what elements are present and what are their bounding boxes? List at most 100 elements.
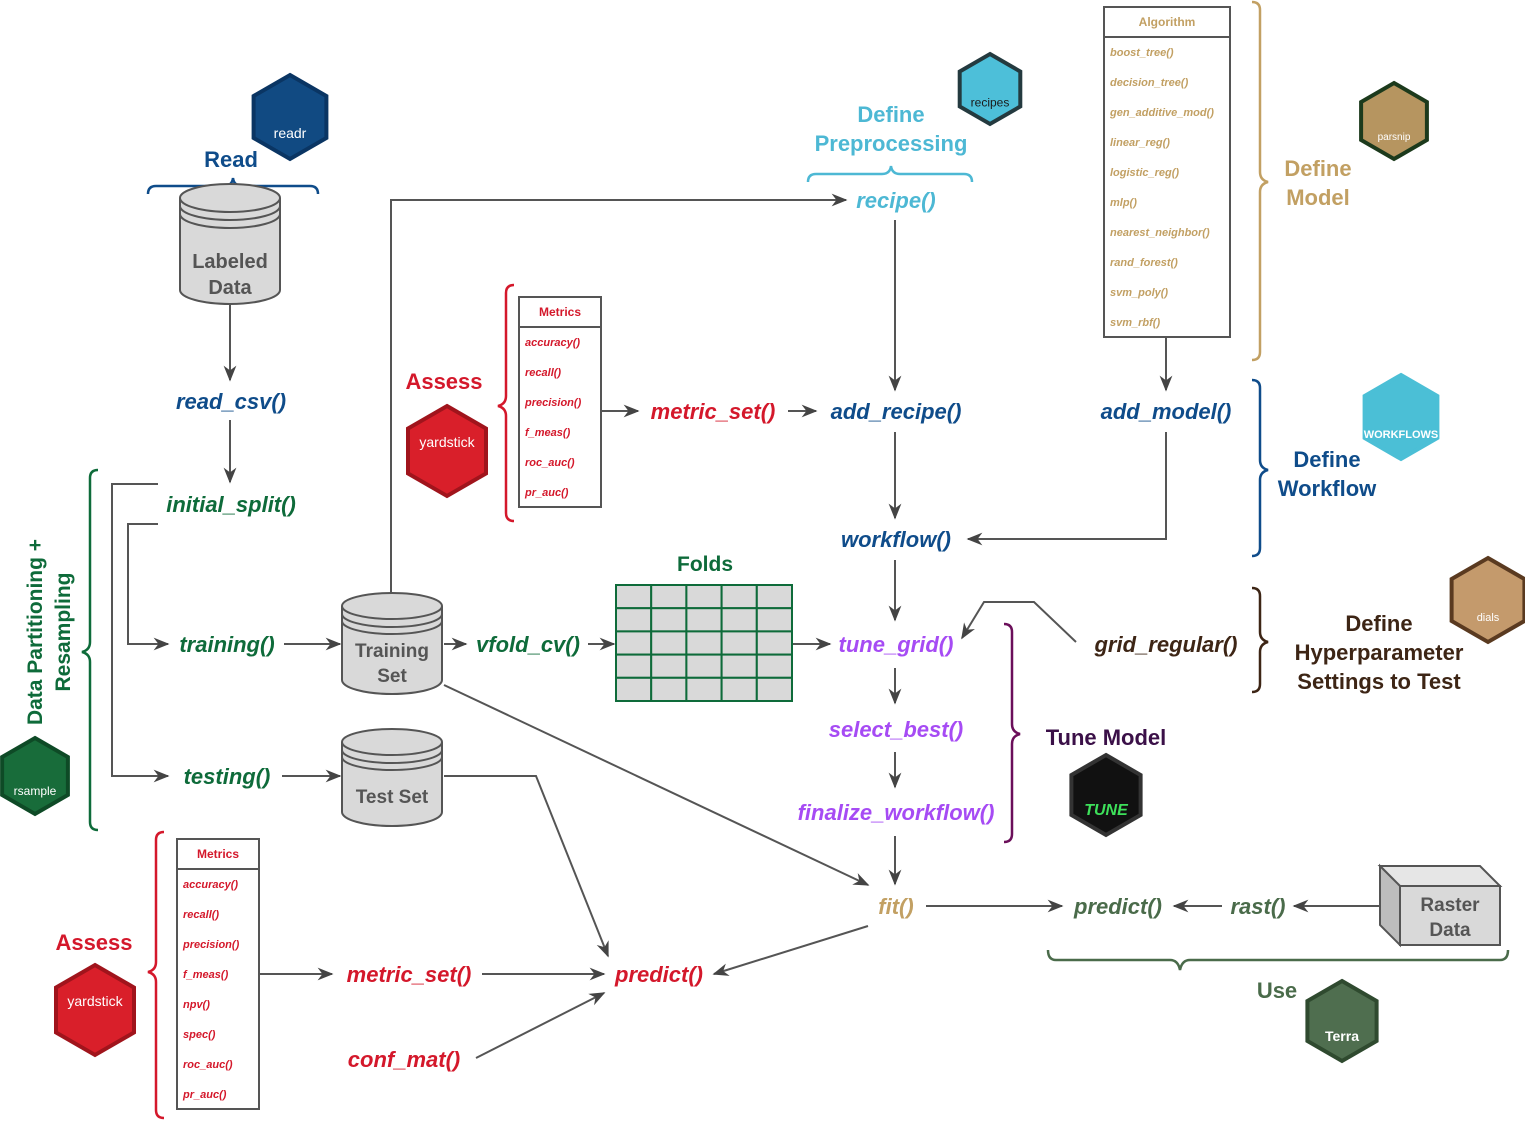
brace-workflow: [1251, 378, 1269, 558]
fn-predict-assess: predict(): [614, 962, 703, 987]
raster-data-cube: Raster Data: [1377, 863, 1503, 948]
metrics-bottom-row: roc_auc(): [183, 1059, 233, 1071]
fold-cell: [720, 630, 758, 656]
metrics-top-header: Metrics: [539, 305, 581, 319]
fold-cell: [755, 607, 793, 633]
connectors: [111, 193, 1380, 1059]
brace-assess-bottom: [147, 830, 165, 1120]
fold-cell: [720, 653, 758, 679]
algorithm-table-row: gen_additive_mod(): [1109, 107, 1214, 119]
heading-partition-line2: Resampling: [52, 572, 75, 691]
hex-label: readr: [274, 125, 307, 141]
db-test-top: [341, 728, 443, 756]
heading-partition: Data Partitioning + Resampling: [24, 539, 75, 725]
arrow-testset-to-predict: [444, 775, 609, 958]
rsample-logo-icon: rsample: [0, 735, 70, 817]
fn-fit: fit(): [878, 894, 913, 919]
db-training-body: [341, 606, 443, 695]
folds-label: Folds: [677, 553, 733, 576]
brace-preprocess: [806, 165, 974, 183]
fn-predict-use: predict(): [1073, 894, 1162, 919]
fold-cell: [755, 676, 793, 702]
fold-cell: [720, 584, 758, 610]
fn-grid-regular: grid_regular(): [1093, 632, 1237, 657]
package-logos: readrrecipesparsnipWORKFLOWSdialsyardsti…: [0, 51, 1525, 1064]
algorithm-table-row: rand_forest(): [1110, 257, 1178, 269]
fold-cell: [755, 584, 793, 610]
heading-assess-top: Assess: [405, 369, 482, 394]
brace-hyper: [1251, 586, 1269, 694]
db-test-set: Test Set: [341, 728, 443, 827]
arrow-confmat-to-predict: [475, 992, 606, 1059]
readr-logo-icon: readr: [251, 72, 329, 162]
fn-rast: rast(): [1230, 894, 1285, 919]
function-labels: read_csv() initial_split() training() te…: [166, 188, 1285, 1072]
algorithm-table-row: svm_poly(): [1110, 287, 1168, 299]
hex-shape: [54, 962, 136, 1058]
fn-finalize-workflow: finalize_workflow(): [798, 800, 995, 825]
arrow-trainset-to-recipe: [390, 193, 848, 600]
hex-label: yardstick: [419, 434, 475, 450]
metrics-top-row: pr_auc(): [524, 487, 569, 499]
arrow-addmodel-to-workflow: [966, 432, 1167, 546]
fold-cell: [615, 630, 653, 656]
heading-model-line1: Define: [1284, 156, 1351, 181]
db-labeled-line2: Data: [208, 277, 252, 299]
algorithm-table-row: nearest_neighbor(): [1110, 227, 1210, 239]
heading-preprocess-line1: Define: [857, 102, 924, 127]
hex-shape: [957, 51, 1023, 127]
fold-cell: [720, 607, 758, 633]
yardstick-top-logo-icon: yardstick: [406, 403, 488, 499]
hex-shape: [1069, 752, 1143, 838]
fold-cell: [650, 676, 688, 702]
db-labeled-ring1: [179, 205, 281, 221]
metrics-bottom-row: precision(): [182, 939, 240, 951]
hex-label: WORKFLOWS: [1364, 429, 1439, 441]
metrics-bottom-row: accuracy(): [183, 879, 238, 891]
fold-cell: [650, 653, 688, 679]
hex-label: recipes: [971, 96, 1010, 110]
metrics-bottom-row: spec(): [183, 1029, 216, 1041]
heading-model-line2: Model: [1286, 185, 1350, 210]
db-training-set: Training Set: [341, 592, 443, 695]
hex-label: rsample: [14, 784, 57, 798]
fold-cell: [720, 676, 758, 702]
heading-tune: Tune Model: [1046, 725, 1167, 750]
workflows-logo-icon: WORKFLOWS: [1362, 372, 1440, 462]
db-training-line2: Set: [377, 666, 407, 687]
algorithm-table-row: boost_tree(): [1110, 47, 1174, 59]
metrics-bottom-frame: [176, 838, 260, 1110]
fold-cell: [650, 607, 688, 633]
db-test-line1: Test Set: [356, 787, 429, 808]
hex-shape: [406, 403, 488, 499]
brace-use: [1046, 949, 1510, 971]
fn-conf-mat: conf_mat(): [348, 1047, 460, 1072]
heading-read: Read: [204, 147, 258, 172]
recipes-logo-icon: recipes: [957, 51, 1023, 127]
hex-shape: [0, 735, 70, 817]
fold-cell: [685, 584, 723, 610]
yardstick-bottom-logo-icon: yardstick: [54, 962, 136, 1058]
brace-assess-top: [497, 283, 515, 523]
algorithm-table-frame: [1103, 6, 1231, 338]
brace-tune: [1003, 622, 1021, 844]
db-test-body: [341, 742, 443, 827]
algorithm-table-row: mlp(): [1110, 197, 1137, 209]
hex-shape: [1449, 555, 1525, 645]
hex-label: Terra: [1325, 1028, 1359, 1044]
metrics-bottom-row: recall(): [183, 909, 219, 921]
db-labeled-line1: Labeled: [192, 251, 268, 273]
algorithm-table-row: linear_reg(): [1110, 137, 1170, 149]
db-training-top: [341, 592, 443, 620]
metrics-bottom-row: f_meas(): [183, 969, 229, 981]
metrics-bottom-header: Metrics: [197, 847, 239, 861]
arrow-trainset-to-fit: [443, 684, 870, 886]
heading-hyper-line2: Hyperparameter: [1295, 640, 1464, 665]
arrow-gridregular-to-tunegrid: [961, 601, 1077, 643]
algorithm-table-row: decision_tree(): [1110, 77, 1189, 89]
fn-add-recipe: add_recipe(): [831, 399, 962, 424]
fold-cell: [685, 607, 723, 633]
brace-model: [1251, 0, 1269, 362]
raster-line1: Raster: [1420, 895, 1480, 916]
